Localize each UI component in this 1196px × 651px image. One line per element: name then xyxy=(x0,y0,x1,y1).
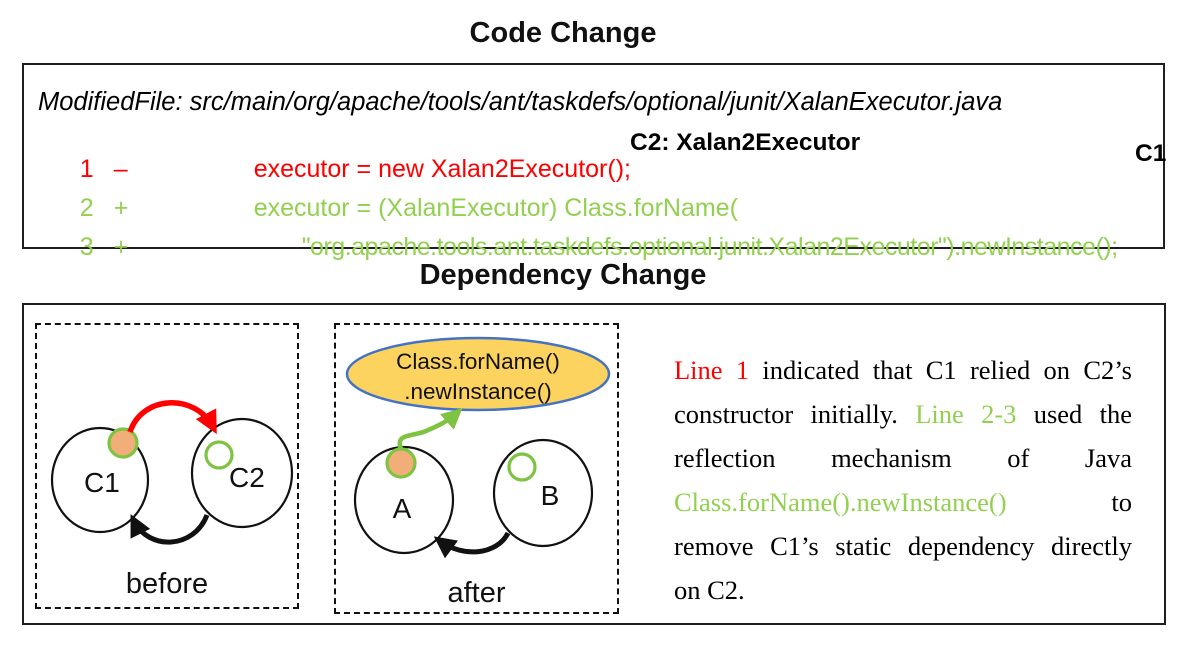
paragraph-text: indicated xyxy=(762,355,860,385)
paragraph-line: on C2. xyxy=(674,575,1132,619)
paragraph-text: used xyxy=(1033,399,1083,429)
code-line-added-1: 2 + executor = (XalanExecutor) Class.forNa… xyxy=(38,165,738,252)
paragraph-text: on C2. xyxy=(674,575,745,605)
paragraph-text: remove xyxy=(674,531,754,561)
paragraph-line: reflection mechanism of Java xyxy=(674,443,1132,487)
a-circle-label: A xyxy=(393,493,412,524)
after-diagram-svg: Class.forName() .newInstance() A B xyxy=(345,336,611,559)
paragraph-text: mechanism xyxy=(831,443,952,473)
code-change-box: ModifiedFile: src/main/org/apache/tools/… xyxy=(22,63,1167,261)
code-change-title: Code Change xyxy=(469,17,657,49)
explanation-paragraph: Line 1 indicated that C1 relied on C2’s construc… xyxy=(674,355,1132,619)
constructor-dot-c1 xyxy=(107,427,139,459)
paragraph-text: 1 xyxy=(735,355,750,385)
dependency-change-box: C1 C2 before Class.forName() .newInstanc… xyxy=(22,303,1166,625)
reflection-ellipse-text-2: .newInstance() xyxy=(404,379,552,404)
paragraph-text: directly xyxy=(1051,531,1132,561)
paragraph-text: dependency xyxy=(907,531,1035,561)
reflection-ellipse xyxy=(345,336,611,412)
modified-file-line: ModifiedFile: src/main/org/apache/tools/… xyxy=(38,88,1003,116)
c1-circle-label: C1 xyxy=(84,467,120,498)
line-number: 2 xyxy=(79,194,94,222)
before-diagram: C1 C2 before xyxy=(35,323,299,609)
green-reflection-arrow xyxy=(397,408,463,450)
paragraph-text: the xyxy=(1099,399,1132,429)
after-label: after xyxy=(447,577,506,609)
paragraph-text: Line xyxy=(915,399,964,429)
diff-sign: + xyxy=(113,194,129,222)
code-line-added-2: 3 + "org.apache.tools.ant.taskdefs.optiona… xyxy=(38,204,1118,291)
c1-class-annotation: C1 xyxy=(1135,140,1167,167)
before-diagram-svg: C1 C2 xyxy=(50,400,294,545)
diff-sign: – xyxy=(113,155,128,183)
paragraph-text: Class.forName().newInstance() xyxy=(674,487,1007,517)
after-diagram: Class.forName() .newInstance() A B after xyxy=(334,323,619,614)
c2-class-annotation: C2: Xalan2Executor xyxy=(630,129,861,156)
b-circle-label: B xyxy=(541,480,560,511)
paragraph-text: relied xyxy=(969,355,1031,385)
paragraph-text: C1’s xyxy=(770,531,819,561)
paragraph-text: of xyxy=(1007,443,1030,473)
constructor-dot-a xyxy=(385,447,417,479)
constructor-ring-c2 xyxy=(204,440,234,470)
paragraph-text: static xyxy=(835,531,892,561)
constructor-ring-b xyxy=(507,452,537,482)
diff-sign: + xyxy=(113,233,129,261)
paragraph-text: on xyxy=(1043,355,1071,385)
code-text: executor = (XalanExecutor) Class.forName… xyxy=(253,194,738,222)
class-a-circle xyxy=(353,445,455,555)
paragraph-text: C2’s xyxy=(1083,355,1132,385)
black-dependency-arrow-after xyxy=(433,531,511,559)
line-number: 1 xyxy=(79,155,94,183)
code-text: "org.apache.tools.ant.taskdefs.optional.… xyxy=(301,233,1118,261)
paragraph-line: remove C1’s static dependency directly xyxy=(674,531,1132,575)
paragraph-text: reflection xyxy=(674,443,776,473)
paragraph-text: initially. xyxy=(810,399,898,429)
line-number: 3 xyxy=(79,233,94,261)
paragraph-text: C1 xyxy=(925,355,957,385)
black-dependency-arrow-before xyxy=(130,513,210,545)
code-line-removed: 1– executor = new Xalan2Executor(); xyxy=(38,126,631,213)
before-label: before xyxy=(125,568,209,600)
paragraph-text: to xyxy=(1111,487,1132,517)
paragraph-text: Java xyxy=(1084,443,1132,473)
paragraph-text: constructor xyxy=(674,399,794,429)
c2-circle-label: C2 xyxy=(229,462,265,493)
dependency-change-title: Dependency Change xyxy=(419,259,707,291)
paragraph-text: that xyxy=(872,355,913,385)
paragraph-text: 2-3 xyxy=(981,399,1017,429)
paragraph-line: Class.forName().newInstance() to xyxy=(674,487,1132,531)
code-text: executor = new Xalan2Executor(); xyxy=(253,155,631,183)
red-dependency-arrow xyxy=(127,400,217,435)
paragraph-text: Line xyxy=(674,355,723,385)
reflection-ellipse-text-1: Class.forName() xyxy=(396,349,560,374)
paragraph-line: Line 1 indicated that C1 relied on C2’s xyxy=(674,355,1132,399)
